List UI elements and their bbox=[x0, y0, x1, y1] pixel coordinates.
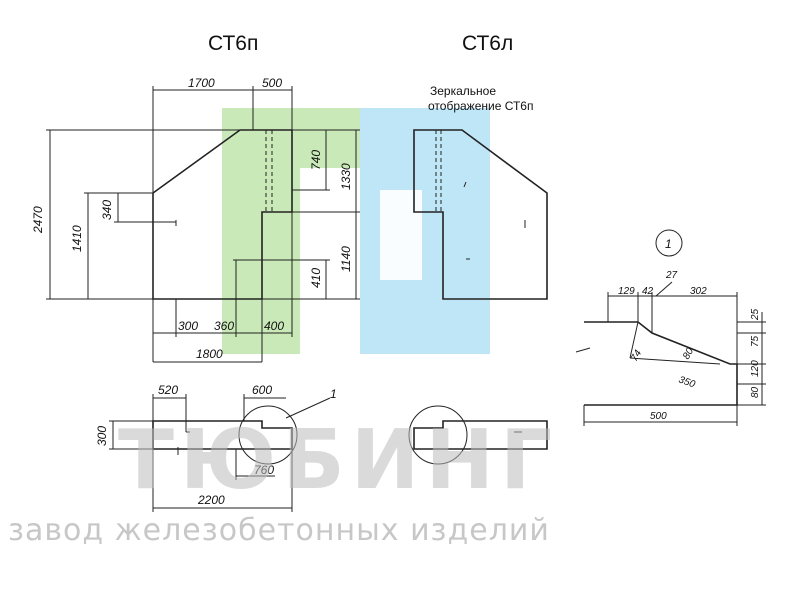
dim-80-slope: 80 bbox=[681, 346, 696, 362]
dim-500-top: 500 bbox=[262, 76, 282, 90]
dim-760: 760 bbox=[254, 463, 274, 477]
title-st6l: СТ6л bbox=[462, 32, 513, 55]
detail-circle-right bbox=[408, 405, 468, 465]
st6p-elevation: 1700 500 2470 1410 340 740 1330 1140 410 bbox=[31, 76, 360, 363]
dim-500-detail: 500 bbox=[650, 411, 667, 422]
dim-1410: 1410 bbox=[70, 225, 84, 252]
st6p-outline bbox=[152, 129, 293, 300]
leader-27 bbox=[655, 281, 673, 297]
detail-circle-left bbox=[238, 405, 298, 465]
dim-1700: 1700 bbox=[188, 76, 215, 90]
dim-120: 120 bbox=[750, 360, 761, 377]
detail-slope bbox=[629, 321, 639, 359]
detail-break bbox=[575, 347, 591, 353]
dim-340: 340 bbox=[100, 200, 114, 220]
callout-1: 1 bbox=[330, 387, 337, 401]
st6l-mark-2 bbox=[463, 181, 467, 188]
dim-410: 410 bbox=[309, 268, 323, 288]
dim-75: 75 bbox=[750, 335, 761, 347]
watermark-subtitle: завод железобетонных изделий bbox=[8, 513, 550, 548]
dim-520: 520 bbox=[158, 383, 178, 397]
logo-white-cut-2 bbox=[380, 190, 422, 280]
mirror-note-line2: отображение СТ6п bbox=[428, 99, 533, 113]
dim-42: 42 bbox=[642, 286, 654, 297]
dim-1140: 1140 bbox=[339, 246, 353, 272]
dim-1330: 1330 bbox=[339, 163, 353, 190]
detail-slope-2 bbox=[629, 357, 721, 365]
detail-label: 1 bbox=[665, 237, 672, 251]
logo-green-block-2 bbox=[300, 108, 360, 168]
st6l-elevation bbox=[413, 129, 548, 300]
title-st6p: СТ6п bbox=[208, 32, 258, 55]
detail-1: 1 129 42 27 302 25 75 120 80 74 80 350 5… bbox=[575, 229, 766, 426]
st6p-plan: 520 600 300 760 2200 1 bbox=[95, 383, 337, 512]
logo-green-block bbox=[222, 108, 300, 354]
dim-74: 74 bbox=[629, 348, 644, 364]
watermark-brand: ТЮБИНГ bbox=[118, 413, 558, 508]
st6l-plan-outline bbox=[413, 420, 548, 450]
dim-600: 600 bbox=[252, 383, 272, 397]
dim-25: 25 bbox=[750, 308, 761, 321]
dim-80-right: 80 bbox=[750, 386, 761, 398]
dim-302: 302 bbox=[690, 286, 707, 297]
mirror-note-line1: Зеркальное bbox=[430, 84, 496, 98]
dim-350: 350 bbox=[677, 374, 697, 390]
dim-400: 400 bbox=[264, 319, 284, 333]
st6l-outline bbox=[413, 129, 548, 300]
dim-300: 300 bbox=[178, 319, 198, 333]
logo-blue-block bbox=[360, 108, 490, 354]
dim-360: 360 bbox=[214, 319, 234, 333]
dim-27: 27 bbox=[665, 270, 678, 281]
logo-watermark bbox=[222, 108, 490, 354]
dim-740: 740 bbox=[309, 150, 323, 170]
dim-plan-300: 300 bbox=[95, 426, 109, 446]
dim-1800: 1800 bbox=[196, 347, 223, 361]
logo-white-cut bbox=[300, 180, 360, 310]
dim-2200: 2200 bbox=[197, 493, 225, 507]
dim-2470: 2470 bbox=[31, 206, 45, 234]
callout-leader bbox=[285, 397, 331, 419]
detail-label-circle bbox=[655, 229, 683, 257]
st6l-plan bbox=[408, 405, 548, 465]
dim-129: 129 bbox=[618, 286, 635, 297]
